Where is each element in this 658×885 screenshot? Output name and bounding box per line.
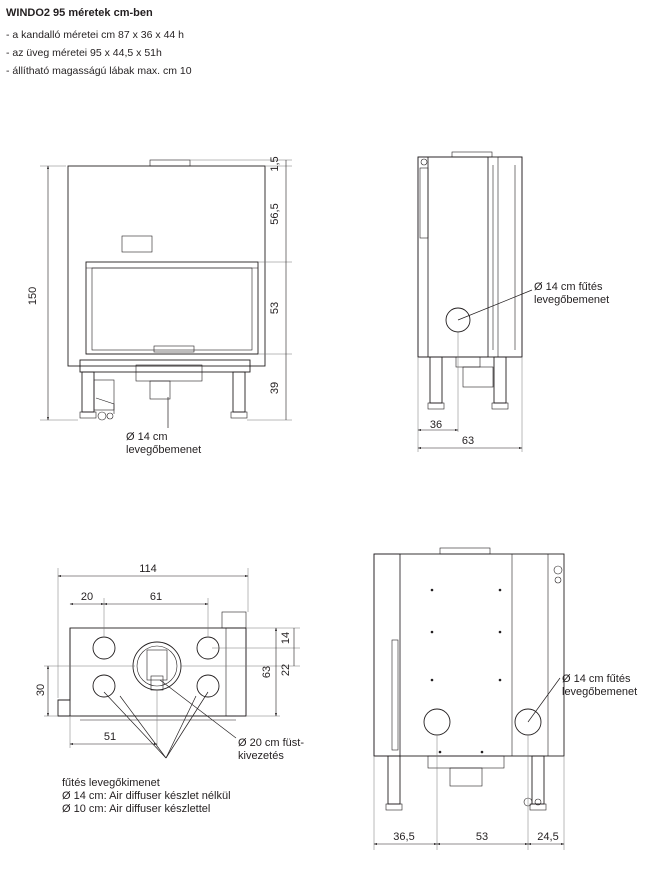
dim-rear-left: 36,5 bbox=[393, 831, 414, 843]
top-view: 114 20 61 63 14 22 30 51 Ø 20 cm füst- k… bbox=[35, 563, 304, 815]
rear-inlet-label-1: Ø 14 cm fűtés bbox=[562, 673, 631, 685]
dim-depth: 63 bbox=[261, 666, 273, 678]
outlet-legend-1: fűtés levegőkimenet bbox=[62, 777, 160, 789]
dim-offset-a: 14 bbox=[280, 632, 292, 644]
front-inlet-label-2: levegőbemenet bbox=[126, 444, 201, 456]
dim-top-small: 1,5 bbox=[269, 156, 281, 171]
rear-inlet-label-2: levegőbemenet bbox=[562, 686, 637, 698]
dim-bottom-offset: 51 bbox=[104, 731, 116, 743]
rear-panel-rivets bbox=[430, 588, 502, 754]
flue-label-2: kivezetés bbox=[238, 750, 284, 762]
rear-view: 36,5 53 24,5 Ø 14 cm fűtés levegőbemenet bbox=[373, 547, 637, 850]
dim-total-width: 114 bbox=[139, 563, 157, 575]
dim-left-offset: 20 bbox=[81, 591, 93, 603]
dim-inner-width: 61 bbox=[150, 591, 162, 603]
spec-line-1: - a kandalló méretei cm 87 x 36 x 44 h bbox=[6, 29, 185, 41]
dim-left-depth: 30 bbox=[35, 684, 47, 696]
dim-upper-section: 56,5 bbox=[269, 203, 281, 224]
outlet-legend-3: Ø 10 cm: Air diffuser készlettel bbox=[62, 803, 210, 815]
spec-line-3: - állítható magasságú lábak max. cm 10 bbox=[6, 65, 192, 77]
side-inlet-label-1: Ø 14 cm fűtés bbox=[534, 281, 603, 293]
dim-rear-right: 24,5 bbox=[537, 831, 558, 843]
header: WINDO2 95 méretek cm-ben - a kandalló mé… bbox=[6, 6, 192, 80]
outlet-legend-2: Ø 14 cm: Air diffuser készlet nélkül bbox=[62, 790, 231, 802]
front-inlet-label-1: Ø 14 cm bbox=[126, 431, 168, 443]
dim-base-section: 39 bbox=[269, 382, 281, 394]
dim-total-height: 150 bbox=[27, 287, 39, 305]
front-view: 150 1,5 56,5 53 39 Ø 14 cm levegőbemenet bbox=[27, 156, 292, 456]
page-title: WINDO2 95 méretek cm-ben bbox=[6, 7, 153, 19]
dim-depth-total: 63 bbox=[462, 435, 474, 447]
flue-label-1: Ø 20 cm füst- bbox=[238, 737, 304, 749]
side-view: 36 63 Ø 14 cm fűtés levegőbemenet bbox=[417, 151, 609, 452]
spec-line-2: - az üveg méretei 95 x 44,5 x 51h bbox=[6, 47, 162, 59]
dim-depth-to-inlet: 36 bbox=[430, 419, 442, 431]
dim-offset-b: 22 bbox=[280, 664, 292, 676]
dim-rear-middle: 53 bbox=[476, 831, 488, 843]
side-inlet-label-2: levegőbemenet bbox=[534, 294, 609, 306]
dim-glass-section: 53 bbox=[269, 302, 281, 314]
